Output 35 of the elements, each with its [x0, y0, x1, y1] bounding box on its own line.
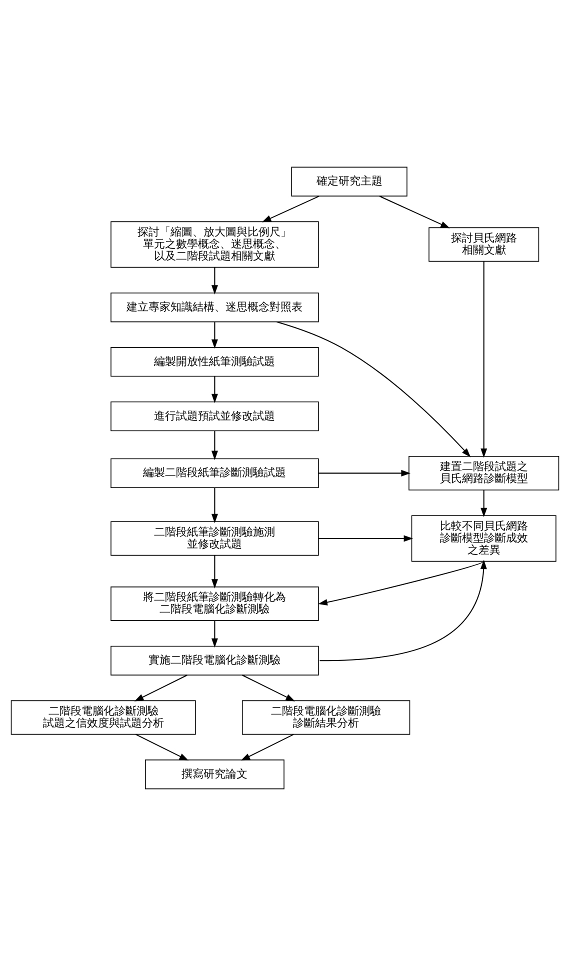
arrow	[318, 534, 414, 542]
arrow	[211, 266, 218, 294]
arrow	[211, 376, 218, 403]
arrow	[480, 261, 488, 458]
arrow	[211, 487, 218, 523]
node-box: 編製二階段紙筆診斷測驗試題	[110, 458, 319, 488]
node-box: 將二階段紙筆診斷測驗轉化為二階段電腦化診斷測驗	[110, 586, 319, 620]
arrow	[211, 620, 218, 648]
node-box: 建立專家知識結構、迷思概念對照表	[110, 292, 319, 322]
arrow	[262, 195, 320, 222]
arrow	[480, 490, 488, 517]
node-box: 比較不同貝氏網路診斷模型診斷成效之差異	[411, 514, 556, 562]
node-box: 二階段電腦化診斷測驗診斷結果分析	[242, 700, 410, 734]
arrow	[211, 430, 218, 460]
node-box: 探討貝氏網路相關文獻	[428, 226, 540, 262]
arrow	[240, 733, 294, 760]
node-box: 二階段紙筆診斷測驗施測並修改試題	[110, 520, 319, 556]
node-box: 確定研究主題	[291, 166, 408, 196]
node-box: 探討「縮圖、放大圖與比例尺」單元之數學概念、迷思概念、以及二階段試題相關文獻	[110, 220, 319, 268]
node-box: 撰寫研究論文	[145, 759, 284, 789]
arrow	[211, 322, 218, 348]
arrow	[136, 733, 189, 760]
arrow	[318, 469, 411, 476]
arrow	[242, 674, 296, 701]
arrow	[379, 195, 450, 228]
arrow	[276, 320, 471, 457]
node-box: 編製開放性紙筆測驗試題	[110, 346, 319, 376]
arrow	[134, 674, 188, 701]
node-box: 實施二階段電腦化診斷測驗	[110, 645, 319, 675]
arrow	[318, 560, 484, 606]
arrow	[320, 559, 487, 661]
node-box: 二階段電腦化診斷測驗試題之信效度與試題分析	[10, 700, 196, 734]
node-box: 建置二階段試題之貝氏網路診斷模型	[408, 455, 560, 490]
arrow	[211, 554, 218, 588]
node-box: 進行試題預試並修改試題	[110, 401, 319, 431]
